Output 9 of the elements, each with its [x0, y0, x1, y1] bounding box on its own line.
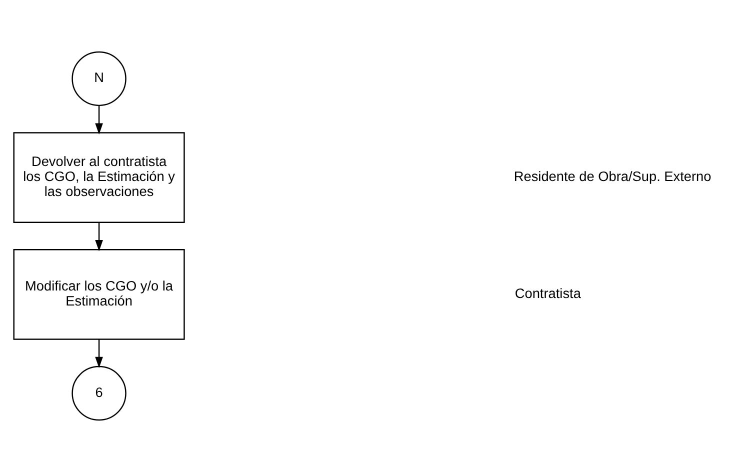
node-circle: 6: [72, 366, 126, 421]
arrow: [95, 339, 103, 368]
node-box: Devolver al contratista los CGO, la Estimación y las observaciones: [13, 132, 185, 223]
arrow: [95, 222, 103, 252]
label: Contratista: [514, 286, 581, 301]
node-circle: N: [72, 51, 126, 106]
arrow: [95, 106, 103, 134]
node-box: Modificar los CGO y/o la Estimación: [13, 249, 185, 340]
label: Residente de Obra/Sup. Externo: [514, 169, 712, 184]
